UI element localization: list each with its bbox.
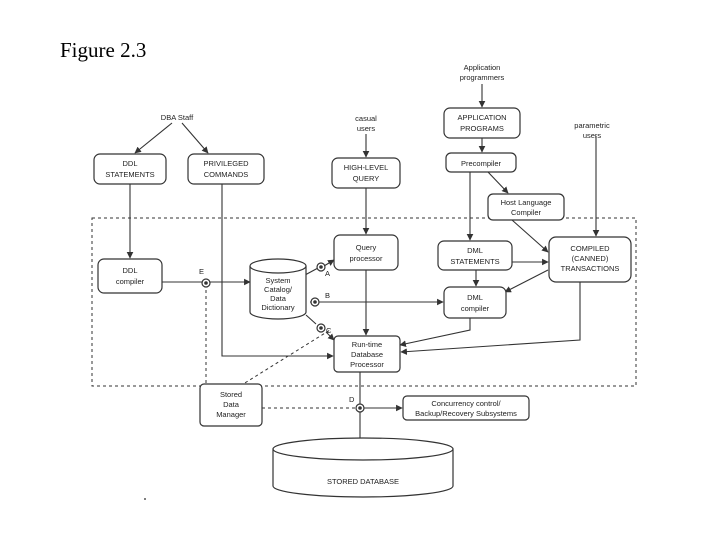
point-d: D <box>349 395 365 413</box>
point-c: C <box>316 323 332 335</box>
svg-text:Database: Database <box>351 350 383 359</box>
svg-text:DDL: DDL <box>122 266 137 275</box>
system-catalog-cylinder: System Catalog/ Data Dictionary <box>249 258 307 320</box>
svg-text:C: C <box>326 326 332 335</box>
label-casual-users-2: users <box>357 124 376 133</box>
dml-statements-box: DML STATEMENTS <box>437 240 513 271</box>
runtime-database-processor-box: Run-time Database Processor <box>333 335 401 373</box>
point-b: B <box>310 291 330 307</box>
stray-mark <box>144 498 146 500</box>
svg-text:compiler: compiler <box>116 277 145 286</box>
privileged-commands-box: PRIVILEGED COMMANDS <box>187 153 265 185</box>
high-level-query-box: HIGH-LEVEL QUERY <box>331 157 401 189</box>
svg-text:COMMANDS: COMMANDS <box>204 170 249 179</box>
svg-text:PRIVILEGED: PRIVILEGED <box>203 159 249 168</box>
svg-text:Precompiler: Precompiler <box>461 159 502 168</box>
svg-text:Backup/Recovery Subsystems: Backup/Recovery Subsystems <box>415 409 517 418</box>
svg-text:DML: DML <box>467 293 483 302</box>
svg-text:(CANNED): (CANNED) <box>572 254 609 263</box>
application-programs-box: APPLICATION PROGRAMS <box>443 107 521 139</box>
svg-text:processor: processor <box>350 254 383 263</box>
svg-text:Data: Data <box>270 294 287 303</box>
stored-database-cylinder: STORED DATABASE <box>272 437 454 498</box>
svg-text:PROGRAMS: PROGRAMS <box>460 124 504 133</box>
host-language-compiler-box: Host Language Compiler <box>487 193 565 221</box>
svg-text:STATEMENTS: STATEMENTS <box>105 170 154 179</box>
svg-text:compiler: compiler <box>461 304 490 313</box>
label-application-programmers: Application <box>464 63 501 72</box>
svg-text:STATEMENTS: STATEMENTS <box>450 257 499 266</box>
ddl-statements-box: DDL STATEMENTS <box>93 153 167 185</box>
query-processor-box: Query processor <box>333 234 399 271</box>
connectors <box>126 84 600 449</box>
svg-text:Stored: Stored <box>220 390 242 399</box>
svg-text:System: System <box>265 276 290 285</box>
svg-text:Manager: Manager <box>216 410 246 419</box>
dml-compiler-box: DML compiler <box>443 286 507 319</box>
figure-title: Figure 2.3 <box>60 38 147 62</box>
svg-text:D: D <box>349 395 355 404</box>
svg-text:A: A <box>325 269 330 278</box>
svg-text:Processor: Processor <box>350 360 384 369</box>
concurrency-backup-box: Concurrency control/ Backup/Recovery Sub… <box>402 395 530 421</box>
svg-text:COMPILED: COMPILED <box>570 244 610 253</box>
label-casual-users: casual <box>355 114 377 123</box>
label-dba-staff: DBA Staff <box>161 113 194 122</box>
svg-text:TRANSACTIONS: TRANSACTIONS <box>561 264 620 273</box>
svg-text:B: B <box>325 291 330 300</box>
svg-text:STORED DATABASE: STORED DATABASE <box>327 477 399 486</box>
svg-text:Run-time: Run-time <box>352 340 382 349</box>
svg-text:Data: Data <box>223 400 240 409</box>
ddl-compiler-box: DDL compiler <box>97 258 163 294</box>
label-application-programmers-2: programmers <box>460 73 505 82</box>
svg-text:APPLICATION: APPLICATION <box>457 113 506 122</box>
svg-text:Query: Query <box>356 243 377 252</box>
svg-text:DML: DML <box>467 246 483 255</box>
point-a: A <box>316 262 330 278</box>
svg-text:QUERY: QUERY <box>353 174 380 183</box>
svg-text:E: E <box>199 267 204 276</box>
svg-text:Host Language: Host Language <box>501 198 552 207</box>
svg-text:HIGH-LEVEL: HIGH-LEVEL <box>344 163 389 172</box>
precompiler-box: Precompiler <box>445 152 517 173</box>
svg-text:DDL: DDL <box>122 159 137 168</box>
point-e: E <box>199 267 211 288</box>
compiled-transactions-box: COMPILED (CANNED) TRANSACTIONS <box>548 236 632 283</box>
label-parametric-users: parametric <box>574 121 610 130</box>
label-parametric-users-2: users <box>583 131 602 140</box>
stored-data-manager-box: Stored Data Manager <box>199 383 263 427</box>
svg-text:Compiler: Compiler <box>511 208 542 217</box>
svg-text:Concurrency control/: Concurrency control/ <box>431 399 501 408</box>
dbms-boundary <box>91 217 637 387</box>
svg-text:Catalog/: Catalog/ <box>264 285 293 294</box>
svg-text:Dictionary: Dictionary <box>261 303 295 312</box>
